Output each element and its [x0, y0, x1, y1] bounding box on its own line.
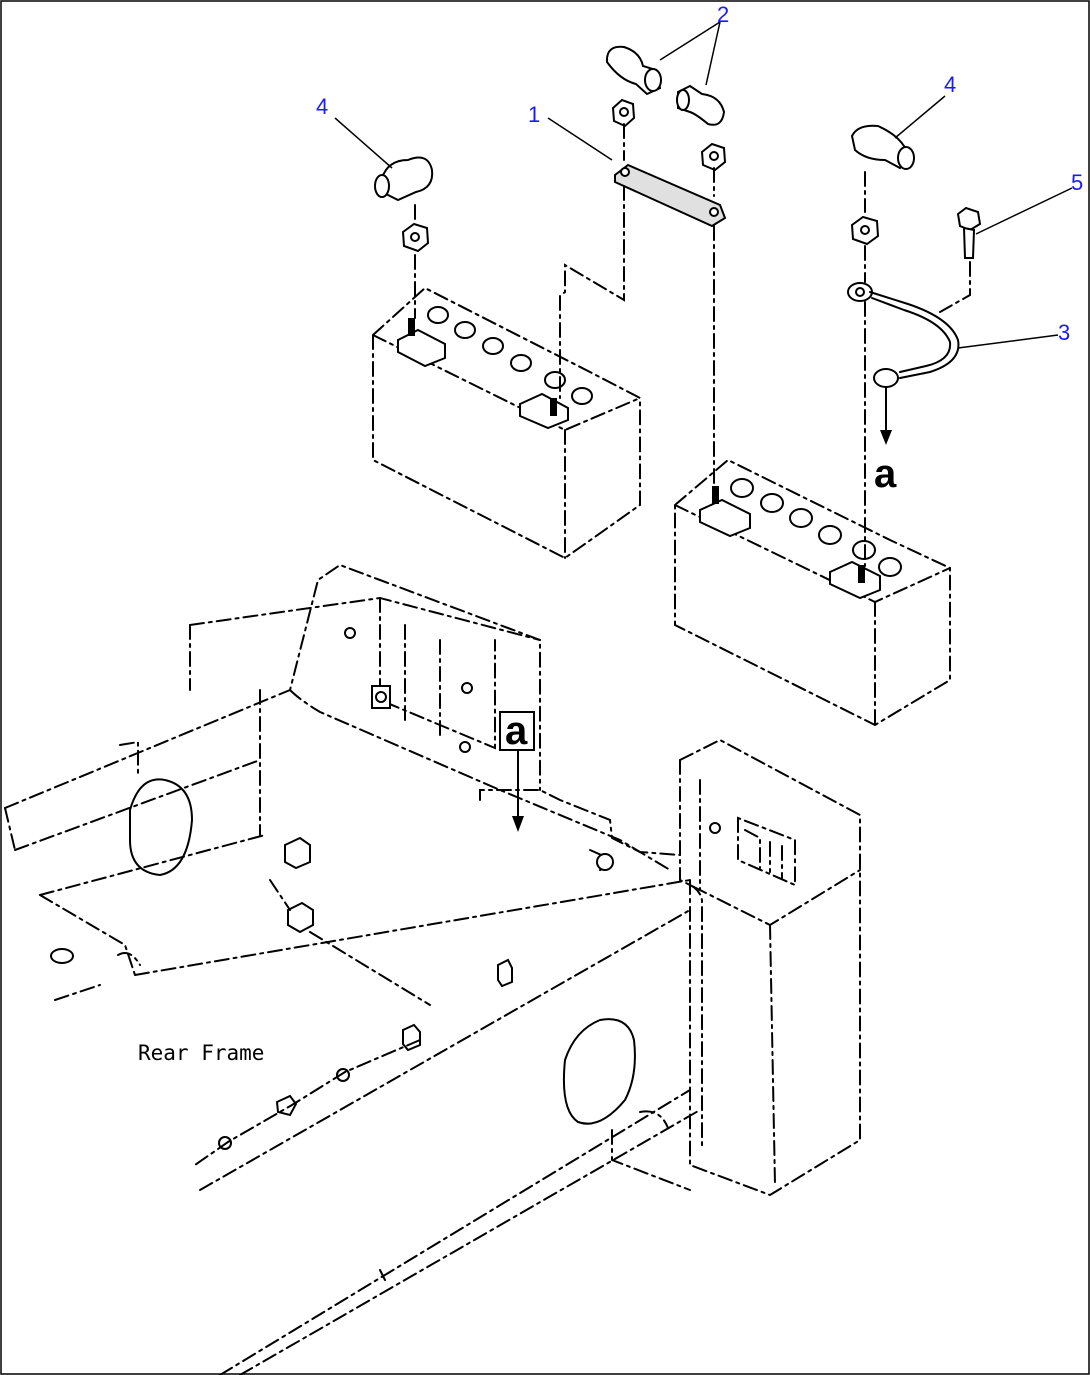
- nut-right-center: [700, 142, 727, 172]
- arrow-frame-a: [512, 749, 524, 832]
- callout-4-left: 4: [316, 94, 328, 119]
- nut-left: [401, 222, 430, 253]
- part-4-cap-left: [374, 156, 434, 202]
- rear-frame-label: Rear Frame: [138, 1041, 264, 1065]
- battery-left: [372, 286, 641, 560]
- part-4-cap-right: [850, 124, 915, 170]
- leader-lines: [334, 21, 1073, 349]
- callout-2: 2: [717, 2, 729, 27]
- part-3-ground-cable: [847, 282, 960, 388]
- callout-5: 5: [1071, 170, 1083, 195]
- part-2-terminal-caps: [605, 45, 726, 126]
- callout-4-right: 4: [944, 72, 956, 97]
- assembly-lines: [414, 123, 971, 567]
- callout-1: 1: [528, 102, 540, 127]
- rear-frame: [4, 563, 861, 1375]
- nut-right: [850, 215, 880, 246]
- arrow-cable-a: [880, 387, 892, 445]
- view-mark-a-cable: a: [874, 452, 897, 496]
- part-1-connector-bar: [614, 163, 727, 228]
- part-5-bolt: [956, 206, 982, 259]
- callout-3: 3: [1058, 320, 1070, 345]
- battery-right: [674, 458, 951, 727]
- view-mark-a-frame: a: [505, 709, 528, 753]
- nut-left-center: [611, 98, 636, 128]
